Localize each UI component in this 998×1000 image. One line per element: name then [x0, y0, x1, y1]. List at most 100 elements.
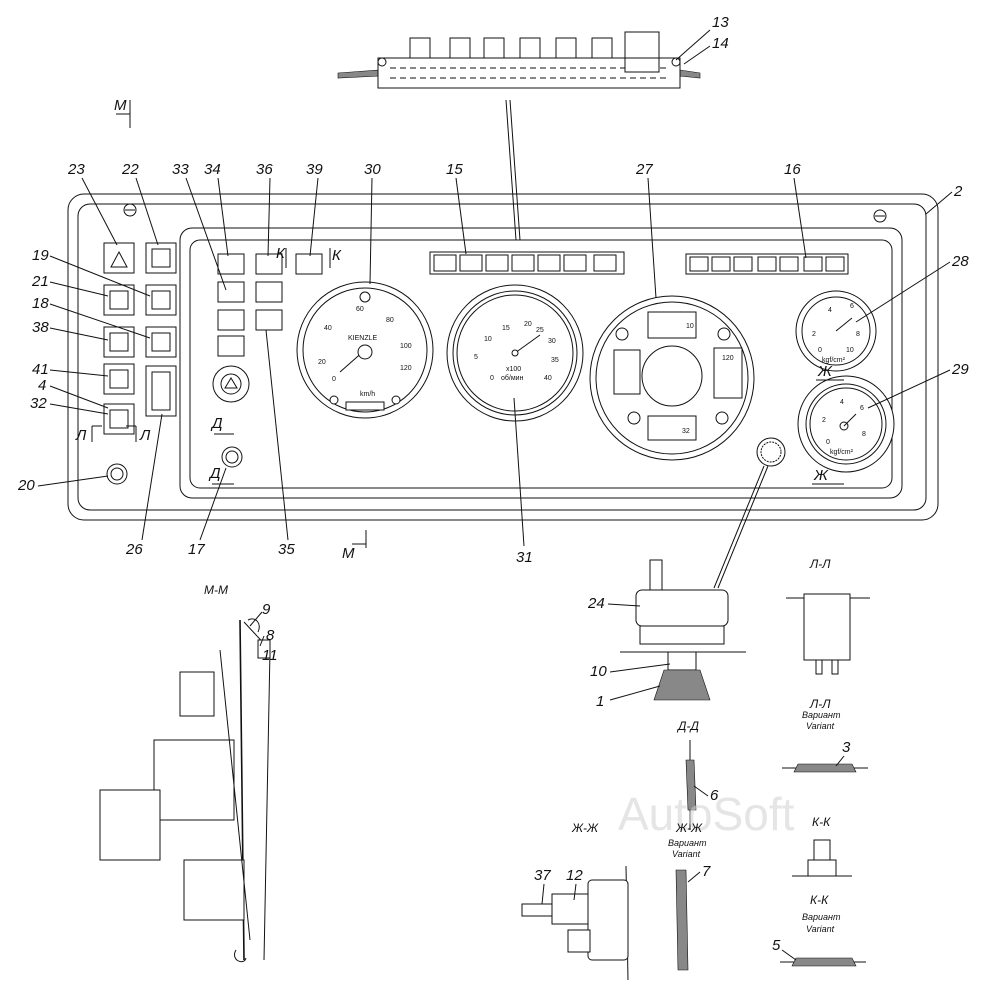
- instrument-panel: [67, 193, 939, 521]
- svg-text:К: К: [276, 245, 286, 262]
- svg-text:Л: Л: [75, 427, 87, 444]
- svg-text:30: 30: [548, 338, 556, 345]
- callout-6: 6: [710, 787, 719, 804]
- svg-text:5: 5: [474, 354, 478, 361]
- svg-text:0: 0: [332, 376, 336, 383]
- callout-7: 7: [702, 863, 711, 880]
- section-mark-m-top: М: [114, 97, 131, 128]
- svg-text:4: 4: [840, 399, 844, 406]
- svg-text:Variant: Variant: [672, 849, 701, 859]
- svg-text:К-К: К-К: [812, 815, 831, 829]
- section-ll: Л-Л Л-Л Вариант Variant: [782, 557, 870, 773]
- callout-1: 1: [596, 693, 604, 710]
- svg-text:М: М: [114, 97, 127, 114]
- svg-text:Л-Л: Л-Л: [809, 557, 831, 571]
- knob-24-detail: [620, 559, 746, 701]
- callout-33: 33: [172, 161, 189, 178]
- callout-39: 39: [306, 161, 323, 178]
- callout-41: 41: [32, 361, 49, 378]
- callout-8: 8: [266, 627, 275, 644]
- watermark: AutoSoft: [618, 788, 795, 840]
- svg-text:120: 120: [400, 365, 412, 372]
- svg-text:Вариант: Вариант: [668, 838, 707, 848]
- svg-text:Variant: Variant: [806, 721, 835, 731]
- callout-30: 30: [364, 161, 381, 178]
- callout-19: 19: [32, 247, 49, 264]
- callout-2: 2: [953, 183, 963, 200]
- svg-text:35: 35: [551, 357, 559, 364]
- svg-text:6: 6: [850, 303, 854, 310]
- callout-37: 37: [534, 867, 551, 884]
- callout-29: 29: [951, 361, 969, 378]
- callout-16: 16: [784, 161, 801, 178]
- svg-text:kgf/cm²: kgf/cm²: [830, 449, 854, 456]
- callout-32: 32: [30, 395, 47, 412]
- svg-text:Вариант: Вариант: [802, 912, 841, 922]
- callout-21: 21: [31, 273, 49, 290]
- svg-text:Д-Д: Д-Д: [676, 719, 699, 733]
- warning-lamp-strip-15: [429, 251, 625, 275]
- svg-text:100: 100: [400, 343, 412, 350]
- section-zhzh: Ж-Ж Ж-Ж Вариант Variant: [521, 821, 707, 981]
- callout-38: 38: [32, 319, 49, 336]
- svg-text:М: М: [342, 545, 355, 562]
- svg-text:Variant: Variant: [806, 924, 835, 934]
- svg-text:Д: Д: [208, 465, 221, 482]
- svg-text:km/h: km/h: [360, 391, 375, 398]
- panel-callouts: 23 22 33 34 36 39 30 15 27 16 2 28 29 19…: [17, 161, 969, 566]
- svg-text:Ж: Ж: [817, 363, 833, 380]
- panel-section-markers: Л Л К К Д Д Ж Ж М: [75, 245, 844, 562]
- svg-text:x100: x100: [506, 366, 521, 373]
- svg-text:10: 10: [846, 347, 854, 354]
- top-detail-switch-strip: [337, 31, 701, 241]
- svg-text:6: 6: [860, 405, 864, 412]
- callout-23: 23: [67, 161, 85, 178]
- callout-11: 11: [262, 647, 278, 664]
- callout-31: 31: [516, 549, 533, 566]
- callout-4: 4: [38, 377, 46, 394]
- svg-text:10: 10: [686, 323, 694, 330]
- svg-text:Ж-Ж: Ж-Ж: [571, 821, 599, 835]
- svg-text:К-К: К-К: [810, 893, 829, 907]
- svg-text:10: 10: [484, 336, 492, 343]
- callout-15: 15: [446, 161, 463, 178]
- speedometer-brand: KIENZLE: [348, 335, 378, 342]
- svg-text:Ж-Ж: Ж-Ж: [675, 821, 703, 835]
- svg-text:0: 0: [490, 375, 494, 382]
- callout-5: 5: [772, 937, 781, 954]
- callout-13: 13: [712, 14, 729, 31]
- svg-text:80: 80: [386, 317, 394, 324]
- svg-text:0: 0: [826, 439, 830, 446]
- speedometer: KIENZLE 0 20 40 60 80 100 120 km/h: [296, 281, 434, 419]
- section-kk: К-К К-К Вариант Variant: [780, 815, 866, 967]
- callout-20: 20: [17, 477, 35, 494]
- svg-text:25: 25: [536, 327, 544, 334]
- callout-9: 9: [262, 601, 271, 618]
- svg-text:40: 40: [324, 325, 332, 332]
- callout-26: 26: [125, 541, 143, 558]
- svg-text:kgf/cm²: kgf/cm²: [822, 357, 846, 364]
- svg-text:8: 8: [856, 331, 860, 338]
- svg-text:Л: Л: [139, 427, 151, 444]
- svg-text:0: 0: [818, 347, 822, 354]
- svg-text:120: 120: [722, 355, 734, 362]
- svg-text:К: К: [332, 247, 342, 264]
- callout-17: 17: [188, 541, 205, 558]
- callout-28: 28: [951, 253, 969, 270]
- svg-text:8: 8: [862, 431, 866, 438]
- section-mm: М-М: [99, 583, 271, 963]
- svg-text:Д: Д: [210, 415, 223, 432]
- svg-text:20: 20: [318, 359, 326, 366]
- pressure-gauge-29: 0 2 4 6 8 kgf/cm²: [797, 375, 895, 473]
- svg-text:4: 4: [828, 307, 832, 314]
- callout-34: 34: [204, 161, 221, 178]
- callout-12: 12: [566, 867, 583, 884]
- callout-14: 14: [712, 35, 729, 52]
- svg-text:Л-Л: Л-Л: [809, 697, 831, 711]
- callout-10: 10: [590, 663, 607, 680]
- center-left-switches: [212, 253, 323, 468]
- svg-text:60: 60: [356, 306, 364, 313]
- section-mm-title: М-М: [204, 583, 228, 597]
- svg-text:32: 32: [682, 428, 690, 435]
